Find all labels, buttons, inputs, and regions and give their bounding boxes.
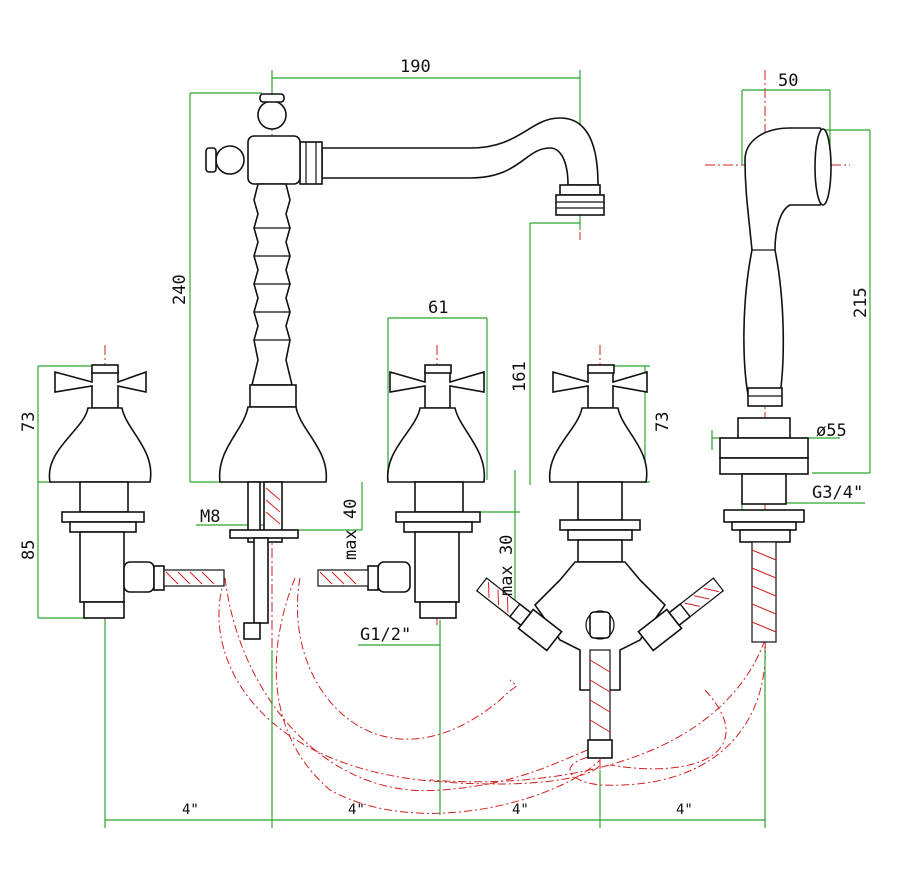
dim-g12: G1/2" (360, 625, 411, 645)
dim-73-right: 73 (653, 412, 673, 432)
center-valve (317, 364, 486, 619)
dim-61: 61 (428, 298, 448, 318)
dim-50: 50 (778, 71, 798, 91)
left-valve (48, 364, 225, 619)
dim-max-30: max 30 (497, 535, 517, 596)
dim-o55: ø55 (816, 421, 847, 441)
dim-max-40: max 40 (341, 499, 361, 560)
dim-g34: G3/4" (812, 483, 863, 503)
spout (205, 93, 605, 640)
dim-4in-1: 4" (182, 802, 199, 818)
dim-240: 240 (170, 274, 190, 305)
dim-4in-4: 4" (676, 802, 693, 818)
dimension-labels: 190 240 161 61 73 73 85 max 40 max 30 50… (19, 57, 871, 818)
dim-4in-3: 4" (512, 802, 529, 818)
dim-190: 190 (400, 57, 431, 77)
dim-161: 161 (510, 361, 530, 392)
diverter-valve (475, 364, 725, 759)
dim-4in-2: 4" (348, 802, 365, 818)
dim-215: 215 (851, 287, 871, 318)
dim-m8: M8 (200, 507, 220, 527)
hand-shower (719, 127, 832, 643)
dim-85: 85 (19, 540, 39, 560)
dim-73-left: 73 (19, 412, 39, 432)
hoses (218, 577, 766, 814)
